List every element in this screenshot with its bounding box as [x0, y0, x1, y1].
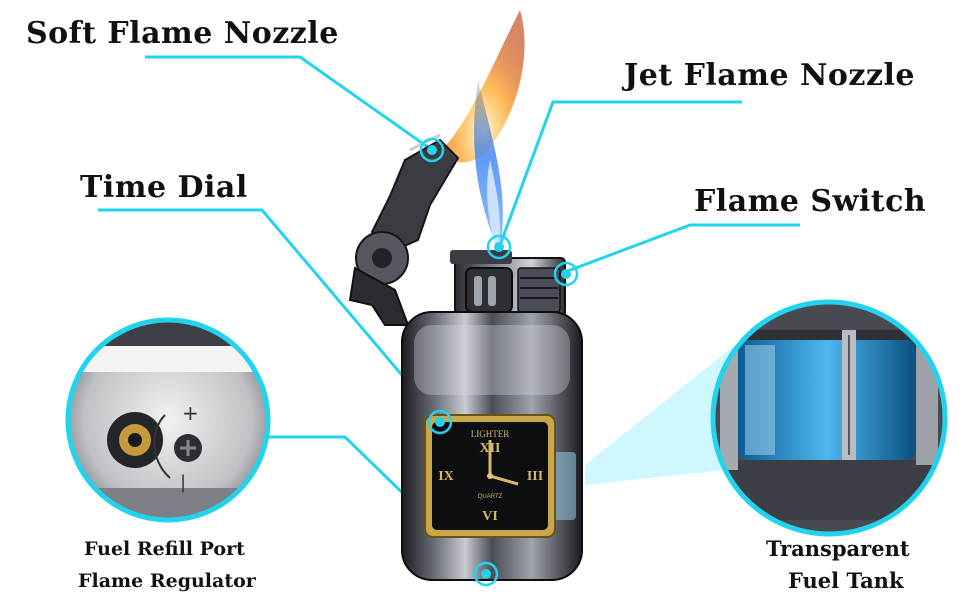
time-dial-label: Time Dial [80, 170, 248, 205]
regulator-plus-mark: + [182, 401, 199, 425]
soft-flame-leader [145, 55, 433, 152]
flame-switch-marker [553, 261, 579, 287]
numeral-9: IX [438, 469, 454, 484]
flame-regulator-label: Flame Regulator [78, 570, 256, 592]
lighter-top [450, 250, 566, 317]
callout-lines [98, 55, 800, 576]
flame-switch-label: Flame Switch [694, 184, 927, 219]
numeral-12: XII [479, 441, 500, 456]
flame-switch-leader [564, 223, 800, 274]
watch-movement: QUARTZ [478, 494, 503, 500]
jet-flame-marker [486, 234, 512, 260]
jet-flame-nozzle-label: Jet Flame Nozzle [624, 58, 915, 93]
transparent-label: Transparent [766, 536, 910, 561]
flame-switch-grip [517, 267, 561, 313]
numeral-3: III [527, 469, 543, 484]
revolver-arm [348, 133, 460, 326]
time-dial-marker [427, 409, 453, 435]
numeral-6: VI [482, 509, 498, 524]
jet-flame-leader [498, 100, 742, 246]
fuel-tank-zoom [710, 299, 948, 537]
fuel-port-zoom [65, 317, 271, 523]
watch-brand: LIGHTER [471, 429, 510, 439]
fuel-tank-zoom-cone [585, 345, 735, 485]
fuel-refill-port-label: Fuel Refill Port [84, 538, 245, 560]
jet-flame-core [487, 160, 500, 250]
watch-face [424, 414, 556, 538]
regulator-minus-mark: | [180, 472, 186, 493]
soft-flame-nozzle-label: Soft Flame Nozzle [26, 16, 339, 51]
fuel-liquid [738, 340, 916, 460]
soft-flame-marker [419, 137, 445, 163]
time-dial-leader [98, 208, 442, 421]
fuel-tank-label: Fuel Tank [788, 568, 904, 593]
callout-markers [419, 137, 579, 587]
soft-flame [442, 10, 525, 163]
fuel-refill-marker [473, 561, 499, 587]
